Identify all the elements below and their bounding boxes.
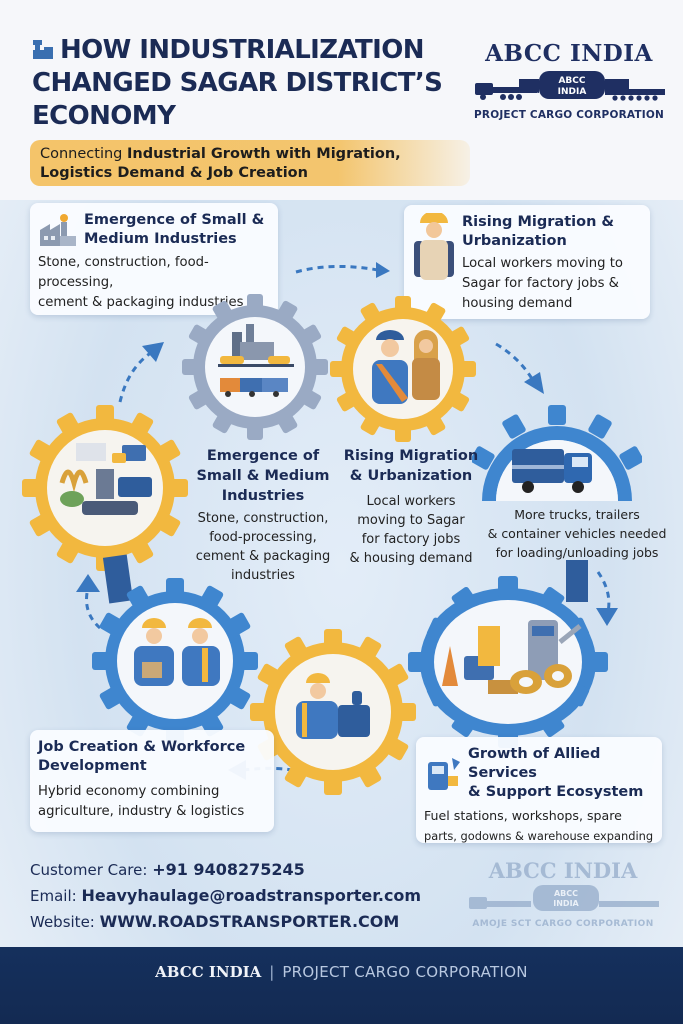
factory-icon xyxy=(218,324,294,397)
flow-arrow-right-down xyxy=(495,342,544,394)
email: Email: Heavyhaulage@roadstransporter.com xyxy=(30,886,422,905)
page-title: HOW INDUSTRIALIZATION CHANGED SAGAR DIST… xyxy=(32,35,443,131)
factory-icon xyxy=(33,40,53,59)
spare-parts-icon xyxy=(442,620,582,694)
center-industries-text: Emergence of Small & Medium Industries S… xyxy=(195,448,331,583)
svg-text:ABCC: ABCC xyxy=(554,889,578,898)
email-link[interactable]: Heavyhaulage@roadstransporter.com xyxy=(81,886,422,905)
website-link[interactable]: WWW.ROADSTRANSPORTER.COM xyxy=(99,912,400,931)
fuel-station-icon xyxy=(428,757,460,790)
truck-icon xyxy=(512,449,592,493)
agri-gear xyxy=(20,403,190,577)
card-migration: Rising Migration & Urbanization Local wo… xyxy=(404,205,650,319)
agriculture-logistics-icon xyxy=(59,443,152,515)
watermark-logo: ABCC INDIA ABCC INDIA AMOJE SCT CARGO CO… xyxy=(448,858,678,933)
industry-gear xyxy=(180,292,330,446)
worker-backpack-icon xyxy=(414,213,454,280)
migration-gear xyxy=(328,294,478,448)
center-migration-text: Rising Migration & Urbanization Local wo… xyxy=(343,448,479,566)
flow-arrow-top xyxy=(295,262,390,278)
brand-logo: ABCC INDIA ABCC INDIA PROJECT CARGO CORP… xyxy=(466,40,672,130)
svg-text:ABCC: ABCC xyxy=(558,76,585,86)
heavy-haulage-truck-icon: ABCC INDIA xyxy=(469,885,659,911)
machine-operator-icon xyxy=(296,673,370,739)
card-allied-services: Growth of Allied Services & Support Ecos… xyxy=(416,737,662,843)
workforce-gear xyxy=(90,576,260,750)
svg-text:INDIA: INDIA xyxy=(553,899,579,908)
card-industries: Emergence of Small & Medium Industries S… xyxy=(30,203,278,315)
machine-gear xyxy=(248,627,418,801)
migrant-workers-icon xyxy=(372,330,440,404)
card-job-creation: Job Creation & Workforce Development Hyb… xyxy=(30,730,274,832)
customer-care: Customer Care: +91 9408275245 xyxy=(30,860,305,879)
workers-icon xyxy=(134,618,220,686)
svg-text:INDIA: INDIA xyxy=(558,87,587,97)
flow-arrow-left-up xyxy=(118,342,164,403)
subtitle-banner: Connecting Industrial Growth with Migrat… xyxy=(30,140,470,186)
allied-gear xyxy=(408,576,608,752)
footer-bar: ABCC INDIA|PROJECT CARGO CORPORATION xyxy=(0,947,683,1024)
flow-arrow-right-down-2 xyxy=(596,571,618,626)
heavy-haulage-truck-icon: ABCC INDIA xyxy=(475,71,665,101)
flow-arrow-left-up-2 xyxy=(76,574,102,630)
connector-bar xyxy=(566,560,588,602)
factory-icon xyxy=(40,214,76,246)
website: Website: WWW.ROADSTRANSPORTER.COM xyxy=(30,912,400,931)
truck-gear xyxy=(470,401,644,505)
contact-info: Customer Care: +91 9408275245 Email: Hea… xyxy=(30,857,421,935)
phone-link[interactable]: +91 9408275245 xyxy=(152,860,305,879)
center-logistics-text: More trucks, trailers& container vehicle… xyxy=(487,507,667,560)
